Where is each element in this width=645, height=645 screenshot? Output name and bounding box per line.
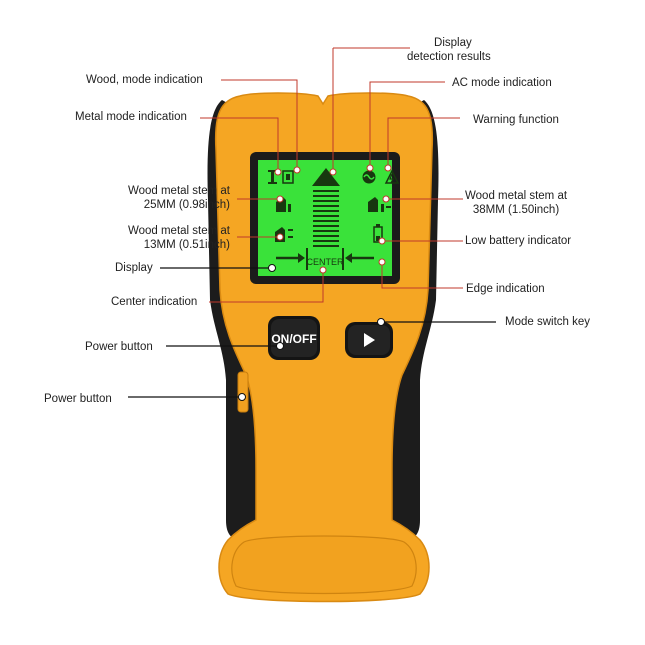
label-warning: Warning function <box>473 114 559 126</box>
play-triangle-icon <box>364 333 375 347</box>
power-button-label: ON/OFF <box>271 332 316 346</box>
label-mode-switch: Mode switch key <box>505 316 591 328</box>
wood-mode-icon <box>268 170 277 184</box>
side-power-button[interactable] <box>237 371 249 413</box>
right-edge-arrow <box>345 253 374 263</box>
label-stem38: Wood metal stem at 38MM (1.50inch) <box>465 189 567 217</box>
battery-icon <box>373 224 383 243</box>
label-low-battery: Low battery indicator <box>465 235 572 247</box>
bottom-panel <box>231 535 417 595</box>
mode-switch-button[interactable] <box>345 322 393 358</box>
ac-wave-icon <box>362 170 376 184</box>
lcd-center-text: CENTER <box>306 257 344 267</box>
label-stem25-line2: 25MM (0.98inch) <box>143 199 230 211</box>
stem38-icon <box>368 197 391 212</box>
label-metal-mode: Metal mode indication <box>75 111 187 123</box>
metal-mode-icon <box>282 170 294 184</box>
target-arrow <box>312 168 340 186</box>
label-display: Display <box>115 262 153 274</box>
label-display-detection-line2: detection results <box>407 51 491 63</box>
label-stem25-line1: Wood metal stem at <box>127 185 230 197</box>
label-power-2: Power button <box>44 393 112 405</box>
label-center: Center indication <box>111 296 198 308</box>
label-stem38-line2: 38MM (1.50inch) <box>472 204 560 216</box>
left-edge-arrow <box>276 253 305 263</box>
label-edge: Edge indication <box>466 283 545 295</box>
warning-triangle-icon <box>384 169 400 184</box>
label-power-1: Power button <box>85 341 153 353</box>
callout-dots-black <box>238 264 385 401</box>
label-stem13-line2: 13MM (0.51inch) <box>143 239 230 251</box>
label-stem38-line1: Wood metal stem at <box>465 190 568 202</box>
label-stem25: Wood metal stem at 25MM (0.98inch) <box>128 184 230 212</box>
label-stem13-line1: Wood metal stem at <box>127 225 230 237</box>
label-ac-mode: AC mode indication <box>452 77 552 89</box>
label-wood-mode: Wood, mode indication <box>86 74 203 86</box>
label-display-detection-line1: Display <box>434 37 472 49</box>
label-display-detection: Display detection results <box>407 36 491 64</box>
lcd-content <box>268 168 400 270</box>
callout-dots <box>274 164 392 274</box>
label-stem13: Wood metal stem at 13MM (0.51inch) <box>128 224 230 252</box>
bar-graph <box>313 190 339 247</box>
power-button[interactable]: ON/OFF <box>268 316 320 360</box>
callout-lines <box>200 47 463 303</box>
callout-lines-black <box>128 267 496 398</box>
